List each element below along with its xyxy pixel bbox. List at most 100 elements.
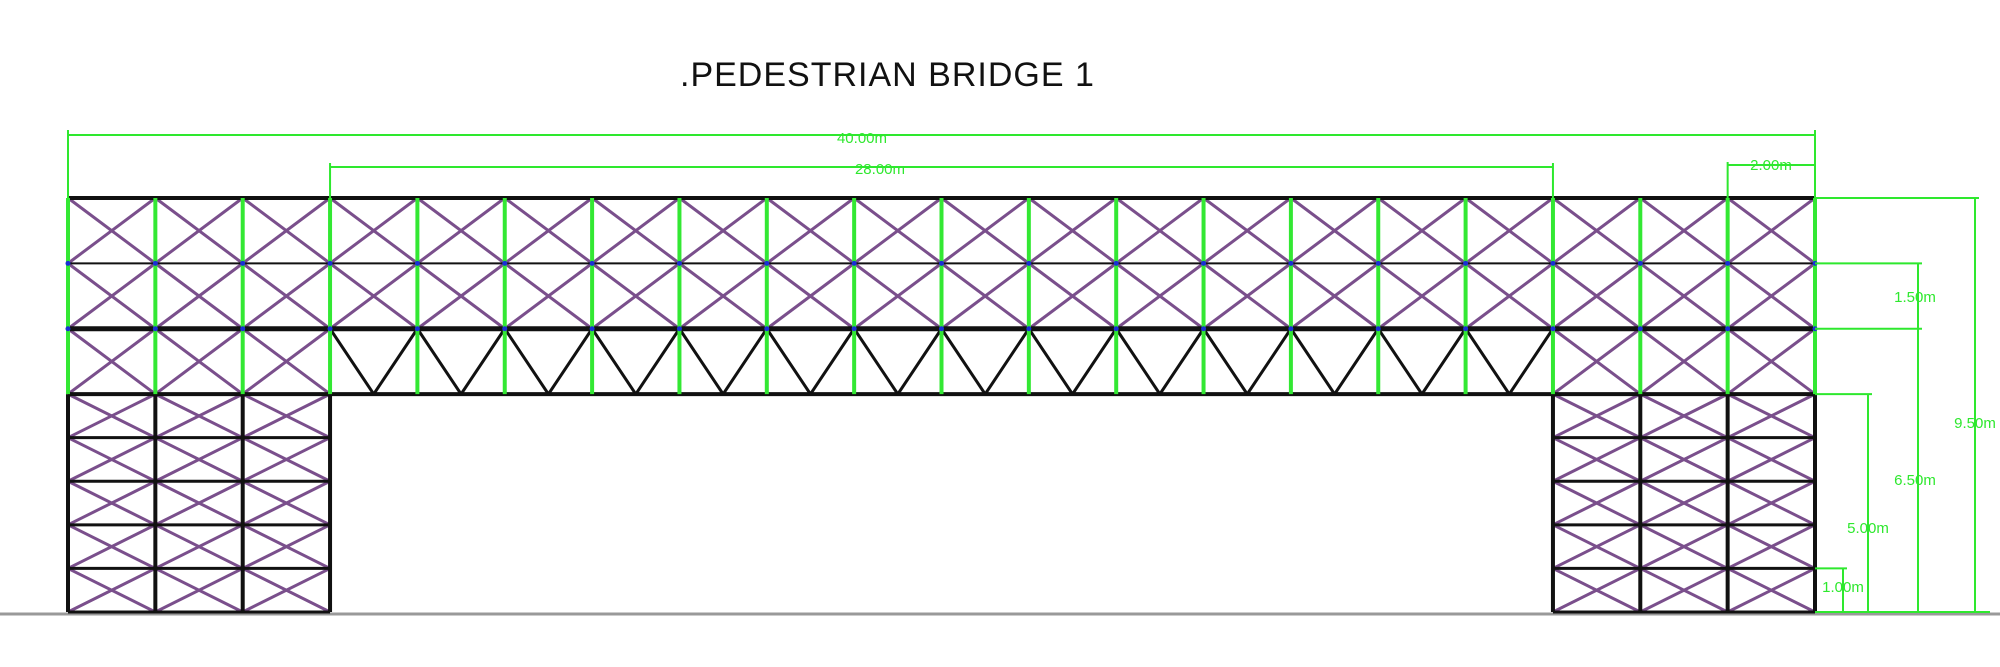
node-marker	[502, 260, 508, 266]
dim-truss-bottom-height: 5.00m	[1847, 520, 1889, 537]
cross-brace	[1726, 436, 1816, 483]
node-marker	[1463, 260, 1469, 266]
cross-brace	[1552, 327, 1642, 396]
cross-brace	[416, 262, 506, 330]
cross-brace	[591, 262, 681, 330]
cross-brace	[853, 196, 943, 265]
dim-rail-height: 1.50m	[1894, 289, 1936, 306]
cross-brace	[1202, 196, 1292, 265]
dim-lift-height: 1.00m	[1822, 579, 1864, 596]
cross-brace	[503, 196, 593, 265]
node-marker	[240, 260, 246, 266]
cross-brace	[154, 196, 244, 265]
cross-brace	[154, 327, 244, 396]
cross-brace	[1639, 262, 1729, 330]
cross-brace	[329, 196, 419, 265]
cross-brace	[154, 262, 244, 330]
node-marker	[1201, 326, 1207, 332]
node-marker	[414, 326, 420, 332]
truss-diagonal	[328, 327, 375, 395]
truss-diagonal	[547, 327, 594, 395]
node-marker	[764, 260, 770, 266]
cross-brace	[678, 196, 768, 265]
cross-brace	[1027, 196, 1118, 265]
cross-brace	[940, 196, 1030, 265]
cross-brace	[853, 262, 943, 330]
node-marker	[1026, 260, 1032, 266]
node-marker	[240, 326, 246, 332]
truss-diagonal	[1420, 327, 1467, 395]
cross-brace	[154, 436, 244, 483]
truss-diagonal	[1508, 327, 1555, 395]
cross-brace	[1726, 327, 1816, 396]
cross-brace	[67, 479, 157, 527]
truss-diagonal	[1333, 327, 1380, 395]
cross-brace	[591, 196, 681, 265]
cross-brace	[241, 327, 331, 396]
node-marker	[152, 326, 158, 332]
dim-span-length: 28.00m	[855, 161, 905, 178]
node-marker	[676, 326, 682, 332]
node-marker	[1725, 326, 1731, 332]
cross-brace	[1726, 392, 1816, 440]
cross-brace	[242, 567, 331, 614]
node-marker	[589, 326, 595, 332]
truss-diagonal	[852, 327, 900, 395]
cross-brace	[67, 196, 157, 265]
cross-brace	[1377, 262, 1467, 330]
cross-brace	[67, 523, 157, 570]
truss-diagonal	[459, 327, 506, 395]
cross-brace	[1639, 567, 1729, 614]
cross-brace	[242, 392, 331, 440]
cross-brace	[765, 262, 856, 330]
node-marker	[1113, 326, 1119, 332]
node-marker	[1288, 260, 1294, 266]
truss-diagonal	[1202, 327, 1249, 395]
truss-diagonal	[1114, 327, 1162, 395]
node-marker	[851, 260, 857, 266]
cross-brace	[1726, 196, 1816, 265]
node-marker	[1113, 260, 1119, 266]
node-marker	[1550, 326, 1556, 332]
node-marker	[764, 326, 770, 332]
cross-brace	[67, 392, 157, 440]
dim-total-length: 40.00m	[837, 130, 887, 147]
cross-brace	[416, 196, 506, 265]
truss-diagonal	[721, 327, 769, 395]
truss-diagonal	[1377, 327, 1424, 395]
cross-brace	[154, 392, 244, 440]
node-marker	[851, 326, 857, 332]
cross-brace	[1639, 392, 1729, 440]
cross-brace	[242, 436, 331, 483]
node-marker	[676, 260, 682, 266]
cross-brace	[1464, 196, 1554, 265]
node-marker	[1288, 326, 1294, 332]
truss-diagonal	[809, 327, 856, 395]
cross-brace	[1726, 479, 1816, 527]
truss-diagonal	[1289, 327, 1336, 395]
cross-brace	[1639, 523, 1729, 570]
cross-brace	[67, 567, 157, 614]
node-marker	[1375, 260, 1381, 266]
truss-diagonal	[590, 327, 638, 395]
cross-brace	[1290, 262, 1380, 330]
cross-brace	[1202, 262, 1292, 330]
cross-brace	[241, 262, 331, 330]
node-marker	[1463, 326, 1469, 332]
node-marker	[1725, 260, 1731, 266]
truss-diagonal	[1071, 327, 1118, 395]
node-marker	[1026, 326, 1032, 332]
truss-diagonal	[765, 327, 812, 395]
truss-diagonal	[503, 327, 550, 395]
cross-brace	[242, 523, 331, 570]
dim-total-height: 9.50m	[1954, 415, 1996, 432]
cross-brace	[678, 262, 768, 330]
structure	[0, 196, 2000, 616]
dim-deck-height: 6.50m	[1894, 472, 1936, 489]
cross-brace	[1639, 327, 1729, 396]
cross-brace	[1639, 479, 1729, 527]
cross-brace	[242, 479, 331, 527]
cross-brace	[1290, 196, 1380, 265]
